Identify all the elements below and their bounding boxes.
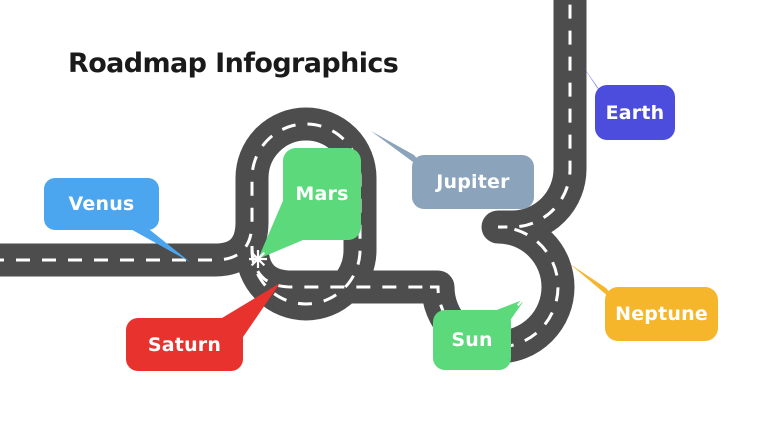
callout-tail-venus — [118, 222, 190, 262]
callout-label-text: Saturn — [147, 333, 222, 356]
callout-venus[interactable]: Venus — [44, 178, 159, 230]
page-title: Roadmap Infographics — [68, 48, 399, 79]
callout-label-text: Venus — [68, 193, 135, 215]
mars-junction-tick — [250, 251, 266, 267]
callout-label-text: Neptune — [615, 303, 708, 325]
callout-jupiter[interactable]: Jupiter — [412, 155, 534, 209]
callout-saturn[interactable]: Saturn — [126, 318, 243, 371]
callout-mars[interactable]: Mars — [283, 148, 361, 240]
callout-label-text: Mars — [295, 183, 349, 205]
sun-junction-tick — [516, 291, 532, 307]
callout-earth[interactable]: Earth — [595, 85, 675, 140]
junction-markers-layer — [249, 250, 533, 308]
callout-sun[interactable]: Sun — [433, 310, 511, 370]
callout-tail-mars — [258, 196, 303, 259]
callout-label-text: Earth — [605, 101, 665, 124]
callout-label-text: Jupiter — [436, 171, 510, 193]
callout-neptune[interactable]: Neptune — [605, 287, 718, 341]
callout-label-text: Sun — [451, 329, 493, 351]
